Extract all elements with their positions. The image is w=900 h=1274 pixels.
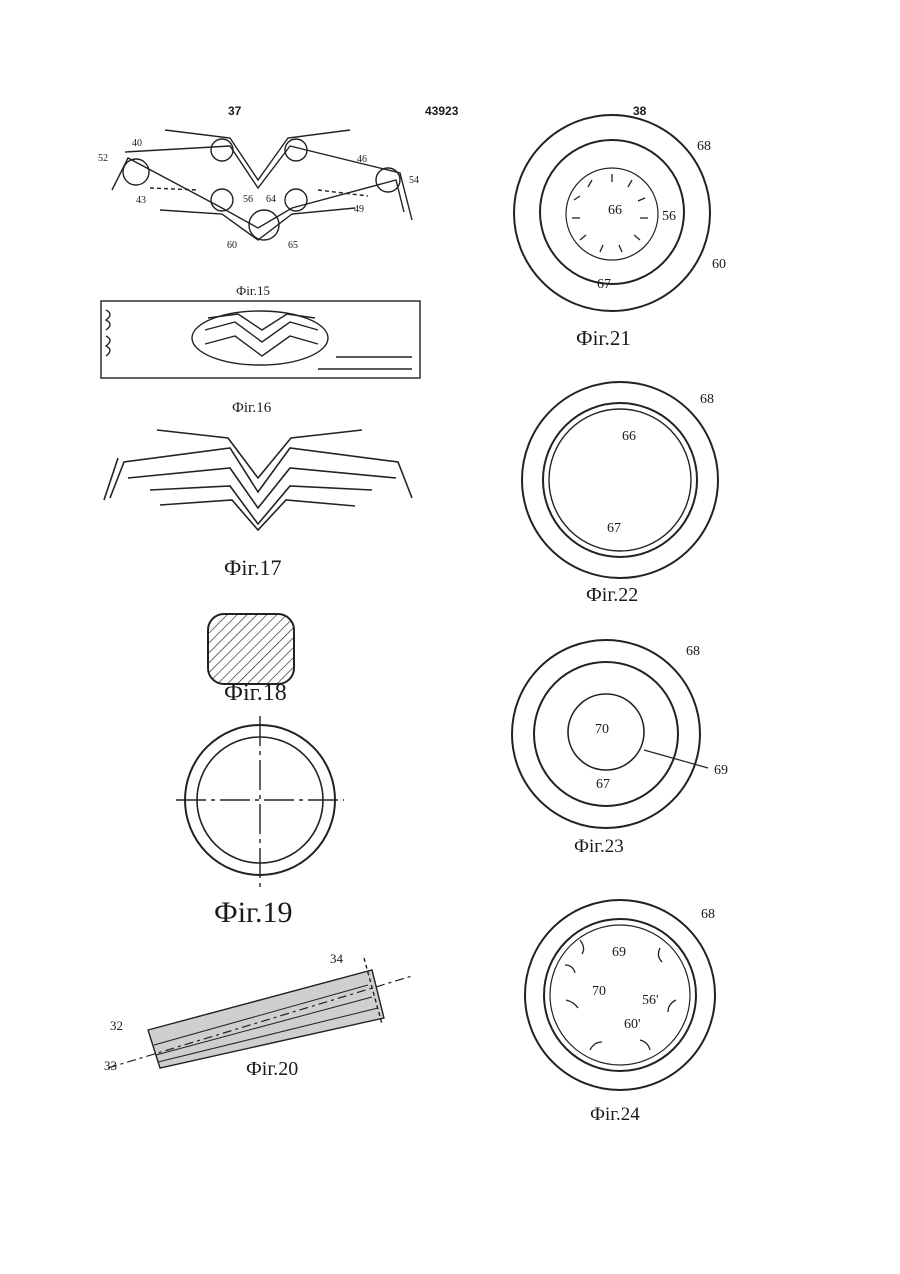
- fig24-vessel-section: [525, 900, 715, 1090]
- label-68: 68: [697, 139, 711, 154]
- label-60: 60: [712, 257, 726, 272]
- caption-fig15: Фіг.15: [236, 283, 270, 299]
- caption-fig21: Фіг.21: [576, 326, 631, 351]
- label-56: 56: [662, 209, 676, 224]
- fig17-stent-cell: [104, 430, 412, 530]
- label-40: 40: [132, 138, 142, 149]
- label-68: 68: [686, 644, 700, 659]
- caption-fig22: Фіг.22: [586, 584, 638, 607]
- label-56: 56: [243, 194, 253, 205]
- label-52: 52: [98, 153, 108, 164]
- label-34: 34: [330, 951, 344, 966]
- fig23-reference-numerals: 68 70 69 67: [595, 644, 728, 792]
- label-69: 69: [612, 945, 626, 960]
- caption-fig17: Фіг.17: [224, 555, 282, 581]
- label-60: 60: [227, 240, 237, 251]
- label-68: 68: [700, 392, 714, 407]
- fig18-strut-cross-section: [208, 614, 294, 684]
- label-68: 68: [701, 907, 715, 922]
- caption-fig16: Фіг.16: [232, 400, 271, 417]
- fig16-flat-sheet: [101, 301, 420, 378]
- label-60-prime: 60': [624, 1017, 641, 1032]
- label-46: 46: [357, 154, 367, 165]
- label-70: 70: [592, 984, 606, 999]
- label-67: 67: [597, 277, 611, 292]
- label-69: 69: [714, 763, 728, 778]
- fig19-tube-cross-section: [176, 716, 344, 888]
- caption-fig24: Фіг.24: [590, 1104, 640, 1126]
- label-43: 43: [136, 195, 146, 206]
- label-67: 67: [607, 521, 621, 536]
- label-56-prime: 56': [642, 993, 659, 1008]
- label-70: 70: [595, 722, 609, 737]
- label-33: 33: [104, 1058, 117, 1073]
- fig21-reference-numerals: 68 66 56 60 67: [597, 139, 726, 292]
- label-32: 32: [110, 1018, 123, 1033]
- fig20-tubular-stent: [108, 958, 412, 1068]
- fig15-reference-numerals: 40 52 43 56 64 46 54 49 60 65: [98, 138, 419, 251]
- label-67: 67: [596, 777, 610, 792]
- fig15-stent-pattern: [112, 130, 412, 240]
- label-66: 66: [622, 429, 636, 444]
- caption-fig18: Фіг.18: [224, 680, 287, 707]
- label-66: 66: [608, 203, 622, 218]
- caption-fig20: Фіг.20: [246, 1058, 298, 1081]
- label-54: 54: [409, 175, 419, 186]
- label-64: 64: [266, 194, 276, 205]
- fig22-vessel-section: [522, 382, 718, 578]
- label-49: 49: [354, 204, 364, 215]
- fig23-vessel-section: [512, 640, 708, 828]
- caption-fig23: Фіг.23: [574, 836, 624, 858]
- label-65: 65: [288, 240, 298, 251]
- caption-fig19: Фіг.19: [214, 896, 292, 930]
